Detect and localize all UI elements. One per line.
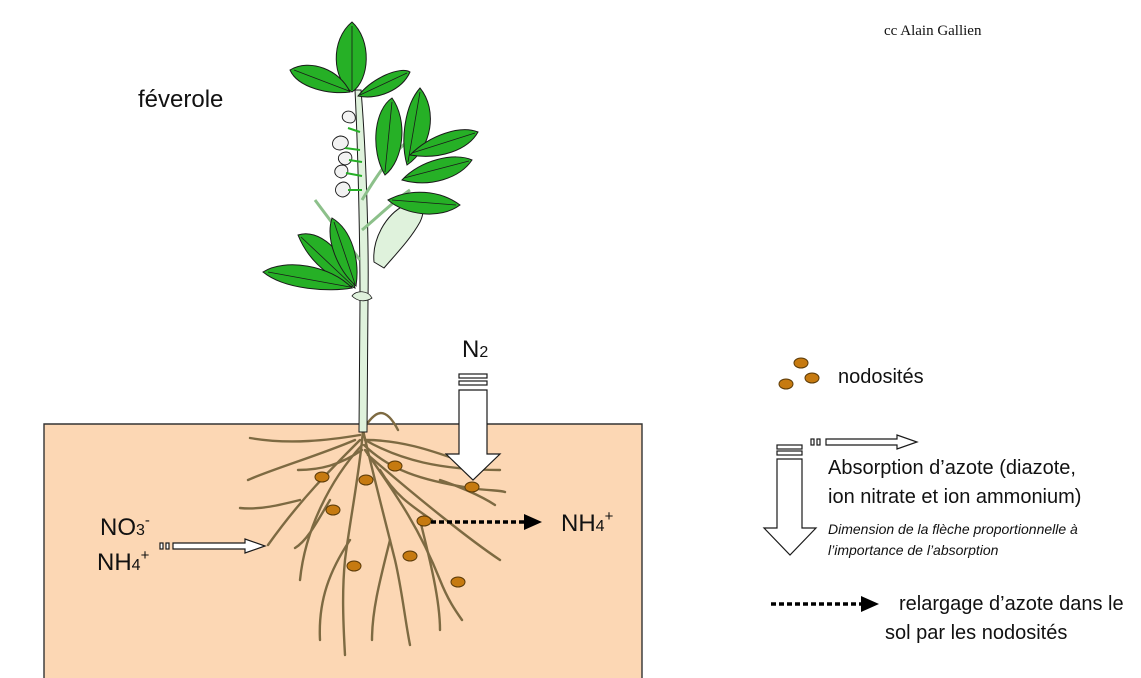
nodule-icon (314, 471, 330, 483)
nh4-released-sub: 4 (595, 518, 605, 535)
arrow-icon (762, 458, 818, 556)
arrow-icon (444, 389, 502, 481)
legend-absorption-line1: Absorption d’azote (diazote, (828, 457, 1076, 479)
soil-outline (43, 423, 643, 678)
flower-icon (337, 151, 353, 166)
nh4-soil-main: NH (97, 549, 132, 576)
nodule-icon (804, 372, 820, 384)
n2-sub: 2 (479, 344, 489, 361)
n2-label: N2 (462, 338, 488, 362)
plant (262, 21, 479, 433)
flower-icon (341, 110, 356, 124)
arrow-icon (172, 538, 267, 554)
legend-nodules (778, 357, 820, 390)
no3-sub: 3 (136, 522, 145, 539)
nodule-icon (358, 474, 374, 486)
nh4-soil-label: NH4+ (97, 548, 149, 576)
nh4-soil-sup: + (140, 547, 150, 564)
no3-main: NO (100, 514, 136, 541)
nodule-icon (450, 576, 466, 588)
n2-main: N (462, 336, 480, 363)
flowers (332, 110, 363, 198)
leaf-icon (387, 191, 461, 215)
legend-release-arrow (771, 596, 879, 612)
no3-label: NO3- (100, 513, 150, 541)
legend-release-line2: sol par les nodosités (885, 622, 1068, 644)
n2-absorption-arrow (444, 373, 502, 481)
legend-absorption-note-line2: l’importance de l’absorption (828, 542, 999, 558)
nodule-icon (325, 504, 341, 516)
nodule-icon (387, 460, 403, 472)
flower-icon (334, 164, 349, 179)
plant-label: féverole (138, 86, 224, 113)
legend-absorption-line2: ion nitrate et ion ammonium) (828, 486, 1082, 508)
arrow-icon (825, 434, 919, 450)
soil-absorption-arrow (159, 538, 267, 554)
nodule-icon (778, 378, 794, 390)
stem (354, 89, 369, 433)
nh4-soil-sub: 4 (131, 557, 141, 574)
nodules (314, 460, 480, 588)
legend-absorption-arrows (762, 434, 919, 556)
nh4-released-main: NH (561, 510, 596, 537)
legend-absorption-note-line1: Dimension de la flèche proportionnelle à (828, 521, 1078, 537)
nodule-icon (416, 515, 432, 527)
nh4-released-sup: + (604, 508, 614, 525)
roots (238, 411, 507, 657)
leaf-icon (335, 21, 367, 93)
release-arrow (431, 514, 542, 530)
nh4-released-label: NH4+ (561, 509, 613, 537)
dotted-arrow-icon (524, 514, 542, 530)
flower-icon (335, 181, 351, 198)
nodule-icon (402, 550, 418, 562)
flower-icon (332, 135, 349, 151)
credit-text: cc Alain Gallien (884, 23, 982, 39)
legend-release-line1: relargage d’azote dans le (899, 593, 1124, 615)
leaves (262, 21, 479, 291)
dotted-arrow-icon (861, 596, 879, 612)
nodule-icon (346, 560, 362, 572)
no3-sup: - (144, 512, 150, 529)
leaf-icon (401, 156, 473, 184)
nodule-icon (793, 357, 809, 369)
legend-nodules-label: nodosités (838, 366, 924, 388)
nodule-icon (464, 481, 480, 493)
